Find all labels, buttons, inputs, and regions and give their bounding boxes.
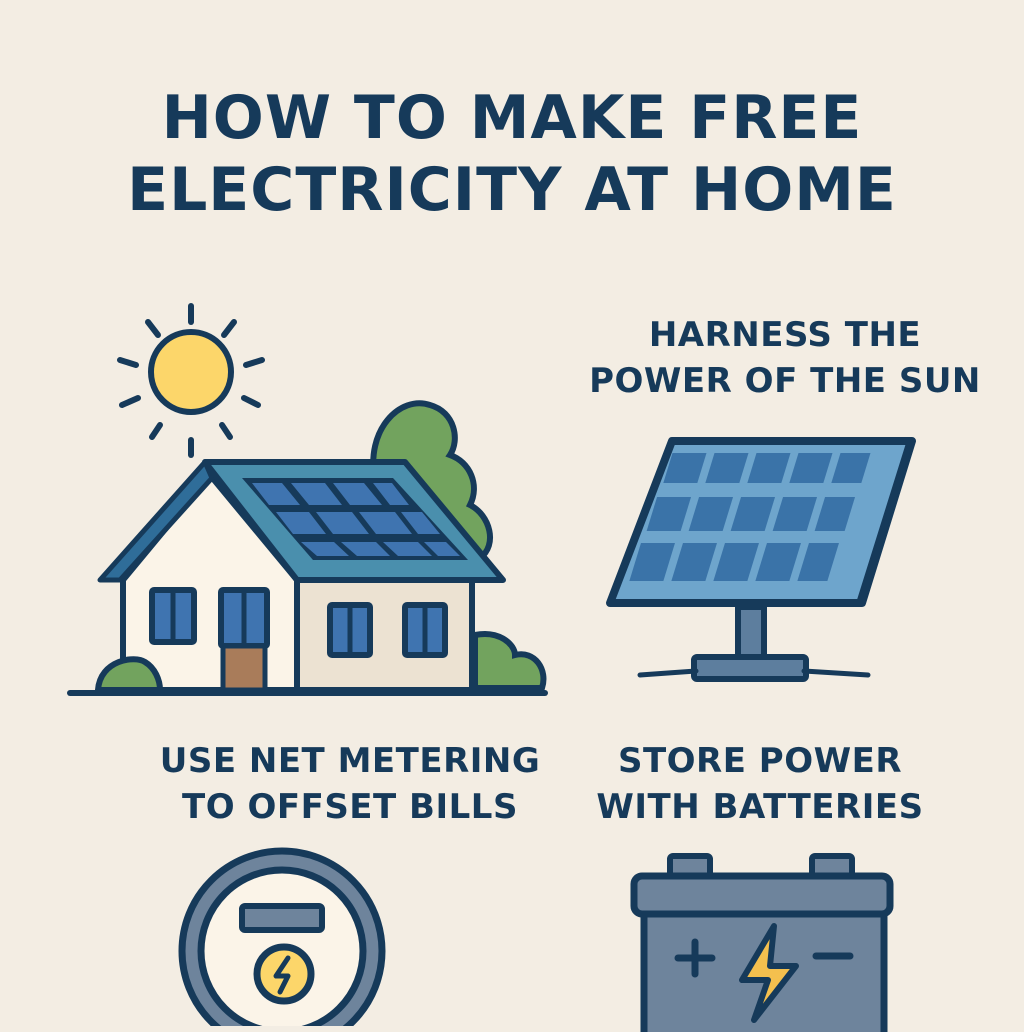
solar-panel-icon (606, 437, 916, 682)
heading-harness-sun: HARNESS THE POWER OF THE SUN (570, 312, 1000, 404)
title-line-1: HOW TO MAKE FREE (161, 83, 863, 153)
roof-solar-panels (242, 478, 468, 560)
door (220, 643, 268, 693)
house-with-solar-roof-icon (67, 303, 548, 696)
heading-line-2: TO OFFSET BILLS (182, 787, 518, 827)
heading-line-1: HARNESS THE (648, 315, 922, 355)
page-title: HOW TO MAKE FREE ELECTRICITY AT HOME (0, 82, 1024, 226)
electric-meter-icon (178, 847, 386, 1026)
lightning-bolt-icon (739, 923, 799, 1023)
heading-batteries: STORE POWER WITH BATTERIES (580, 738, 940, 830)
title-line-2: ELECTRICITY AT HOME (127, 155, 897, 225)
heading-line-2: POWER OF THE SUN (589, 361, 981, 401)
heading-line-1: STORE POWER (617, 741, 903, 781)
heading-line-1: USE NET METERING (159, 741, 541, 781)
heading-line-2: WITH BATTERIES (596, 787, 924, 827)
sun-icon (148, 329, 234, 415)
battery-icon (630, 853, 894, 1032)
heading-net-metering: USE NET METERING TO OFFSET BILLS (140, 738, 560, 830)
